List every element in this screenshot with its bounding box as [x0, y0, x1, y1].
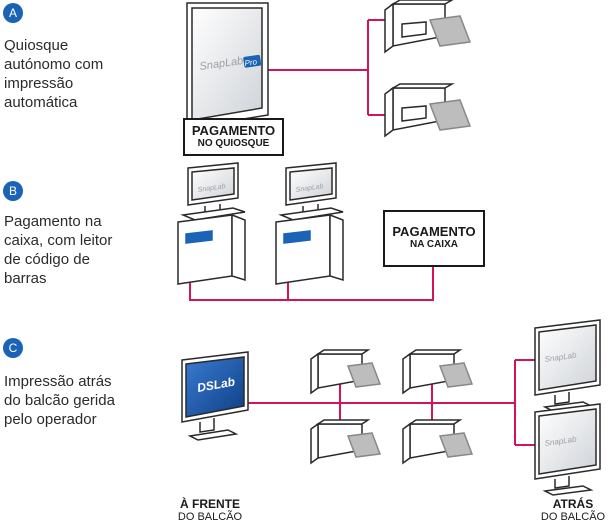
dslab-logo-text: DSLab: [196, 375, 236, 395]
cashier-payment-line2: NA CAIXA: [410, 239, 458, 250]
section-c-connectors: [248, 359, 535, 446]
section-b-badge: B: [3, 181, 23, 201]
printer-icon: [310, 419, 382, 465]
printer-icon: [310, 349, 382, 395]
pro-logo-text: Pro: [244, 57, 258, 68]
kiosk-payment-line2: NO QUIOSQUE: [197, 138, 270, 149]
section-a-description: Quiosque autónomo com impressão automáti…: [4, 37, 104, 111]
printer-icon: [402, 419, 474, 465]
dslab-monitor-icon: [181, 351, 249, 441]
front-line2: DO BALCÃO: [177, 511, 243, 523]
kiosk-payment-line1: PAGAMENTO: [191, 123, 276, 138]
front-line1: À FRENTE: [180, 497, 240, 511]
printer-icon: [384, 0, 472, 54]
back-of-counter-label: ATRÁS DO BALCÃO: [533, 497, 613, 523]
kiosk-terminal-icon: [275, 162, 344, 285]
snaplab-logo-b1: SnapLab: [197, 183, 226, 194]
kiosk-terminal-icon: [177, 162, 246, 285]
back-line1: ATRÁS: [552, 497, 594, 511]
section-c-badge: C: [3, 338, 23, 358]
snaplab-logo-c2: SnapLab: [544, 435, 578, 448]
back-line2: DO BALCÃO: [540, 511, 606, 523]
section-c-description: Impressão atrás do balcão gerida pelo op…: [4, 373, 115, 428]
kiosk-payment-label: PAGAMENTO NO QUIOSQUE: [183, 118, 284, 156]
snaplab-monitor-icon: [534, 403, 601, 496]
cashier-payment-label: PAGAMENTO NA CAIXA: [383, 210, 485, 267]
section-b-description: Pagamento na caixa, com leitor de código…: [4, 213, 113, 287]
front-of-counter-label: À FRENTE DO BALCÃO: [165, 497, 255, 523]
printer-icon: [384, 83, 472, 138]
snaplab-monitor-icon: [534, 319, 601, 412]
cashier-payment-line1: PAGAMENTO: [392, 224, 476, 239]
printer-icon: [402, 349, 474, 395]
snaplab-logo-b2: SnapLab: [295, 183, 324, 194]
section-a-badge: A: [3, 3, 23, 23]
snaplab-logo-c1: SnapLab: [544, 351, 578, 364]
section-a-connectors: [268, 19, 385, 116]
section-b-connectors: [189, 265, 434, 301]
